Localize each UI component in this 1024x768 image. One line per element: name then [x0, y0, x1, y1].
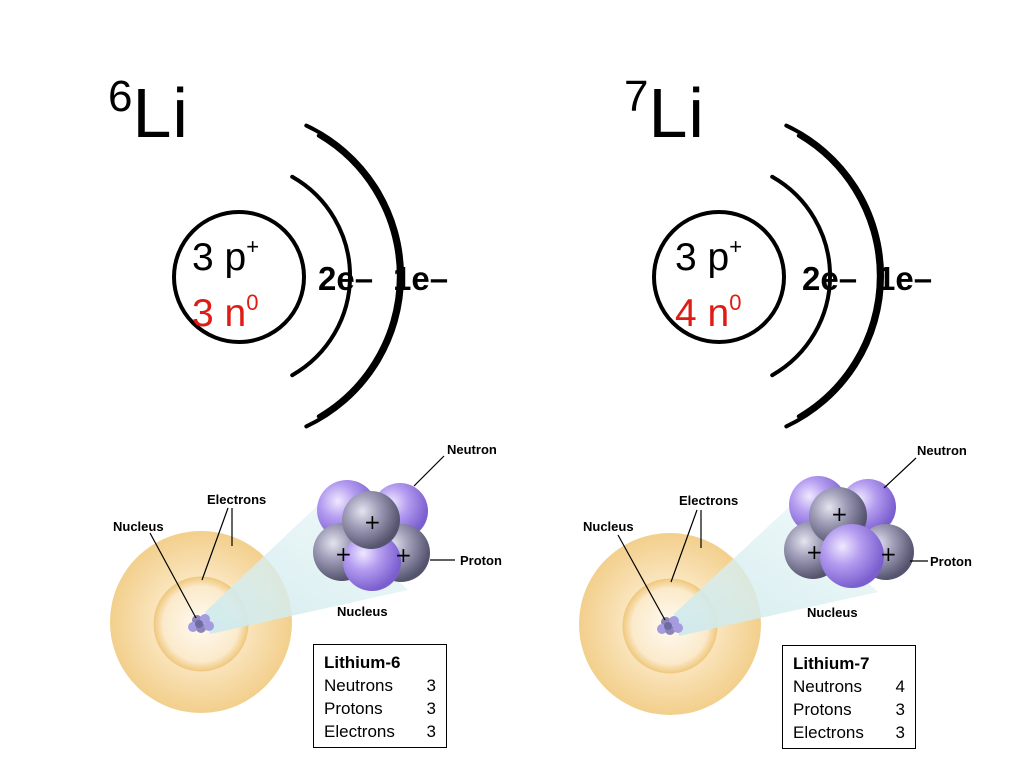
- proton-charge: +: [246, 234, 260, 259]
- row-value: 3: [426, 722, 436, 741]
- proton-count-li6: 3 p+: [192, 236, 259, 279]
- label-electrons-li6: Electrons: [207, 492, 267, 507]
- info-box-title: Lithium-7: [793, 654, 870, 673]
- info-box-title: Lithium-6: [324, 653, 401, 672]
- proton-ball: [342, 491, 400, 549]
- shell-arc-inner-li7: [770, 174, 833, 378]
- element-symbol: Li: [132, 74, 189, 152]
- tiny-nucleus: [657, 616, 683, 635]
- neutron-text: 4 n: [675, 292, 730, 335]
- info-row-neutrons: Neutrons 4: [793, 675, 905, 698]
- nucleus-cluster-li7: [784, 476, 914, 588]
- shell-label-2e-li6: 2e–: [318, 262, 373, 295]
- shell1-text: 2e: [802, 260, 839, 297]
- neutron-charge: 0: [246, 290, 259, 315]
- info-box-lithium-7: Lithium-7 Neutrons 4 Protons 3 Electrons…: [782, 645, 916, 749]
- shell-label-1e-li6: 1e–: [393, 262, 448, 295]
- atom-illustration-li7: [579, 457, 928, 715]
- proton-plus-sign: +: [364, 510, 381, 534]
- row-label: Neutrons: [793, 677, 862, 696]
- shell1-charge: –: [838, 260, 858, 297]
- shell-arc-mid-li6: [304, 123, 405, 429]
- label-nucleus-li6: Nucleus: [113, 519, 164, 534]
- row-value: 3: [895, 723, 905, 742]
- element-symbol: Li: [648, 74, 705, 152]
- label-neutron-li6: Neutron: [447, 442, 497, 457]
- label-electrons-li7: Electrons: [679, 493, 739, 508]
- info-box-lithium-6: Lithium-6 Neutrons 3 Protons 3 Electrons…: [313, 644, 447, 748]
- shell-label-2e-li7: 2e–: [802, 262, 857, 295]
- label-neutron-li7: Neutron: [917, 443, 967, 458]
- shell1-text: 2e: [318, 260, 355, 297]
- atom-illustration-li6: [110, 455, 455, 713]
- shell-arc-inner-li6: [290, 174, 353, 378]
- row-label: Protons: [793, 700, 852, 719]
- shell1-charge: –: [354, 260, 374, 297]
- proton-plus-sign: +: [831, 502, 848, 526]
- shell2-charge: –: [429, 260, 449, 297]
- zoom-beam: [205, 505, 408, 634]
- proton-plus-sign: +: [335, 542, 352, 566]
- neutron-count-li6: 3 n0: [192, 292, 258, 335]
- mass-number: 7: [624, 72, 649, 121]
- info-row-protons: Protons 3: [324, 697, 436, 720]
- label-proton-li7: Proton: [930, 554, 972, 569]
- zoom-beam: [674, 508, 878, 636]
- row-label: Protons: [324, 699, 383, 718]
- row-value: 3: [426, 676, 436, 695]
- row-value: 4: [895, 677, 905, 696]
- nucleus-circle-li7: [652, 210, 786, 344]
- row-value: 3: [895, 700, 905, 719]
- proton-plus-sign: +: [880, 542, 897, 566]
- shell-arc-mid-li7: [784, 123, 885, 429]
- proton-text: 3 p: [675, 236, 730, 279]
- info-row-neutrons: Neutrons 3: [324, 674, 436, 697]
- shell2-text: 1e: [393, 260, 430, 297]
- label-nucleus-cluster-li7: Nucleus: [807, 605, 858, 620]
- neutron-ball: [343, 533, 401, 591]
- row-label: Neutrons: [324, 676, 393, 695]
- row-label: Electrons: [324, 722, 395, 741]
- neutron-ball: [820, 524, 884, 588]
- mass-number: 6: [108, 72, 133, 121]
- label-proton-li6: Proton: [460, 553, 502, 568]
- isotope-title-li7: 7Li: [624, 75, 705, 149]
- proton-charge: +: [729, 234, 743, 259]
- neutron-text: 3 n: [192, 292, 247, 335]
- tiny-nucleus: [188, 614, 214, 633]
- shell2-text: 1e: [877, 260, 914, 297]
- nucleus-cluster-li6: [313, 480, 430, 591]
- row-label: Electrons: [793, 723, 864, 742]
- isotope-title-li6: 6Li: [108, 75, 189, 149]
- label-nucleus-li7: Nucleus: [583, 519, 634, 534]
- info-row-electrons: Electrons 3: [793, 721, 905, 744]
- shell-label-1e-li7: 1e–: [877, 262, 932, 295]
- row-value: 3: [426, 699, 436, 718]
- nucleus-circle-li6: [172, 210, 306, 344]
- shell-arc-outer-li6: [316, 133, 401, 419]
- proton-plus-sign: +: [395, 543, 412, 567]
- proton-plus-sign: +: [806, 540, 823, 564]
- neutron-count-li7: 4 n0: [675, 292, 741, 335]
- label-nucleus-cluster-li6: Nucleus: [337, 604, 388, 619]
- proton-count-li7: 3 p+: [675, 236, 742, 279]
- info-row-protons: Protons 3: [793, 698, 905, 721]
- info-row-electrons: Electrons 3: [324, 720, 436, 743]
- neutron-charge: 0: [729, 290, 742, 315]
- shell2-charge: –: [913, 260, 933, 297]
- shell-arc-outer-li7: [796, 133, 881, 419]
- proton-text: 3 p: [192, 236, 247, 279]
